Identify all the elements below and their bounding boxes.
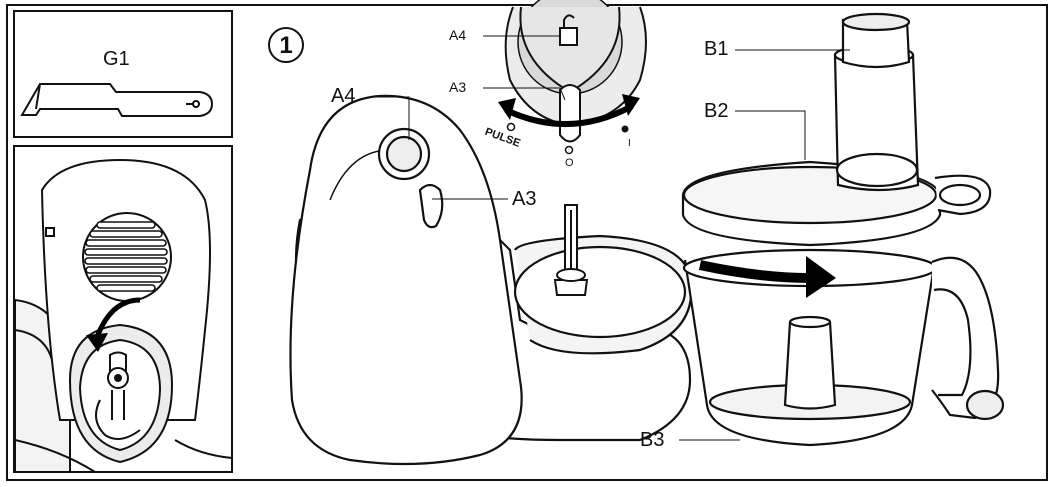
bowl-assembly: [681, 12, 1005, 447]
figure-number-circle: [268, 27, 304, 63]
control-dial-detail: [504, 0, 647, 143]
bowl-turn-arrow-head: [806, 256, 836, 298]
leader-lines: [367, 35, 850, 441]
outer-frame: [6, 4, 1048, 481]
cable-arrow: [93, 297, 141, 341]
drive-spindle: [553, 204, 589, 296]
figure-number: 1: [279, 32, 292, 59]
dial-dot-on: [621, 125, 629, 133]
cable-storage-illustration: [14, 158, 233, 473]
label-a3: A3: [512, 188, 536, 210]
dial-pulse-label: PULSE: [483, 126, 522, 150]
label-a4: A4: [331, 85, 355, 107]
dial-arrow-left: [498, 98, 516, 120]
dial-on-label: I: [628, 138, 631, 149]
dial-dot-off: [564, 145, 574, 155]
inset-g1-frame: [13, 10, 233, 138]
label-g1: G1: [103, 48, 130, 70]
label-b2: B2: [704, 100, 728, 122]
dial-arrow-right: [622, 94, 640, 116]
label-a4-detail: A4: [449, 27, 466, 43]
spatula-tool: [20, 83, 214, 117]
label-b3: B3: [640, 429, 664, 451]
bowl-turn-arrow: [698, 260, 811, 283]
motor-base-unit: [289, 94, 693, 466]
cable-arrow-head: [86, 333, 108, 352]
label-a3-detail: A3: [449, 79, 466, 95]
label-b1: B1: [704, 38, 728, 60]
dial-off-label: O: [565, 157, 574, 169]
dial-arc: [504, 103, 634, 127]
dial-dot-pulse: [506, 122, 516, 132]
